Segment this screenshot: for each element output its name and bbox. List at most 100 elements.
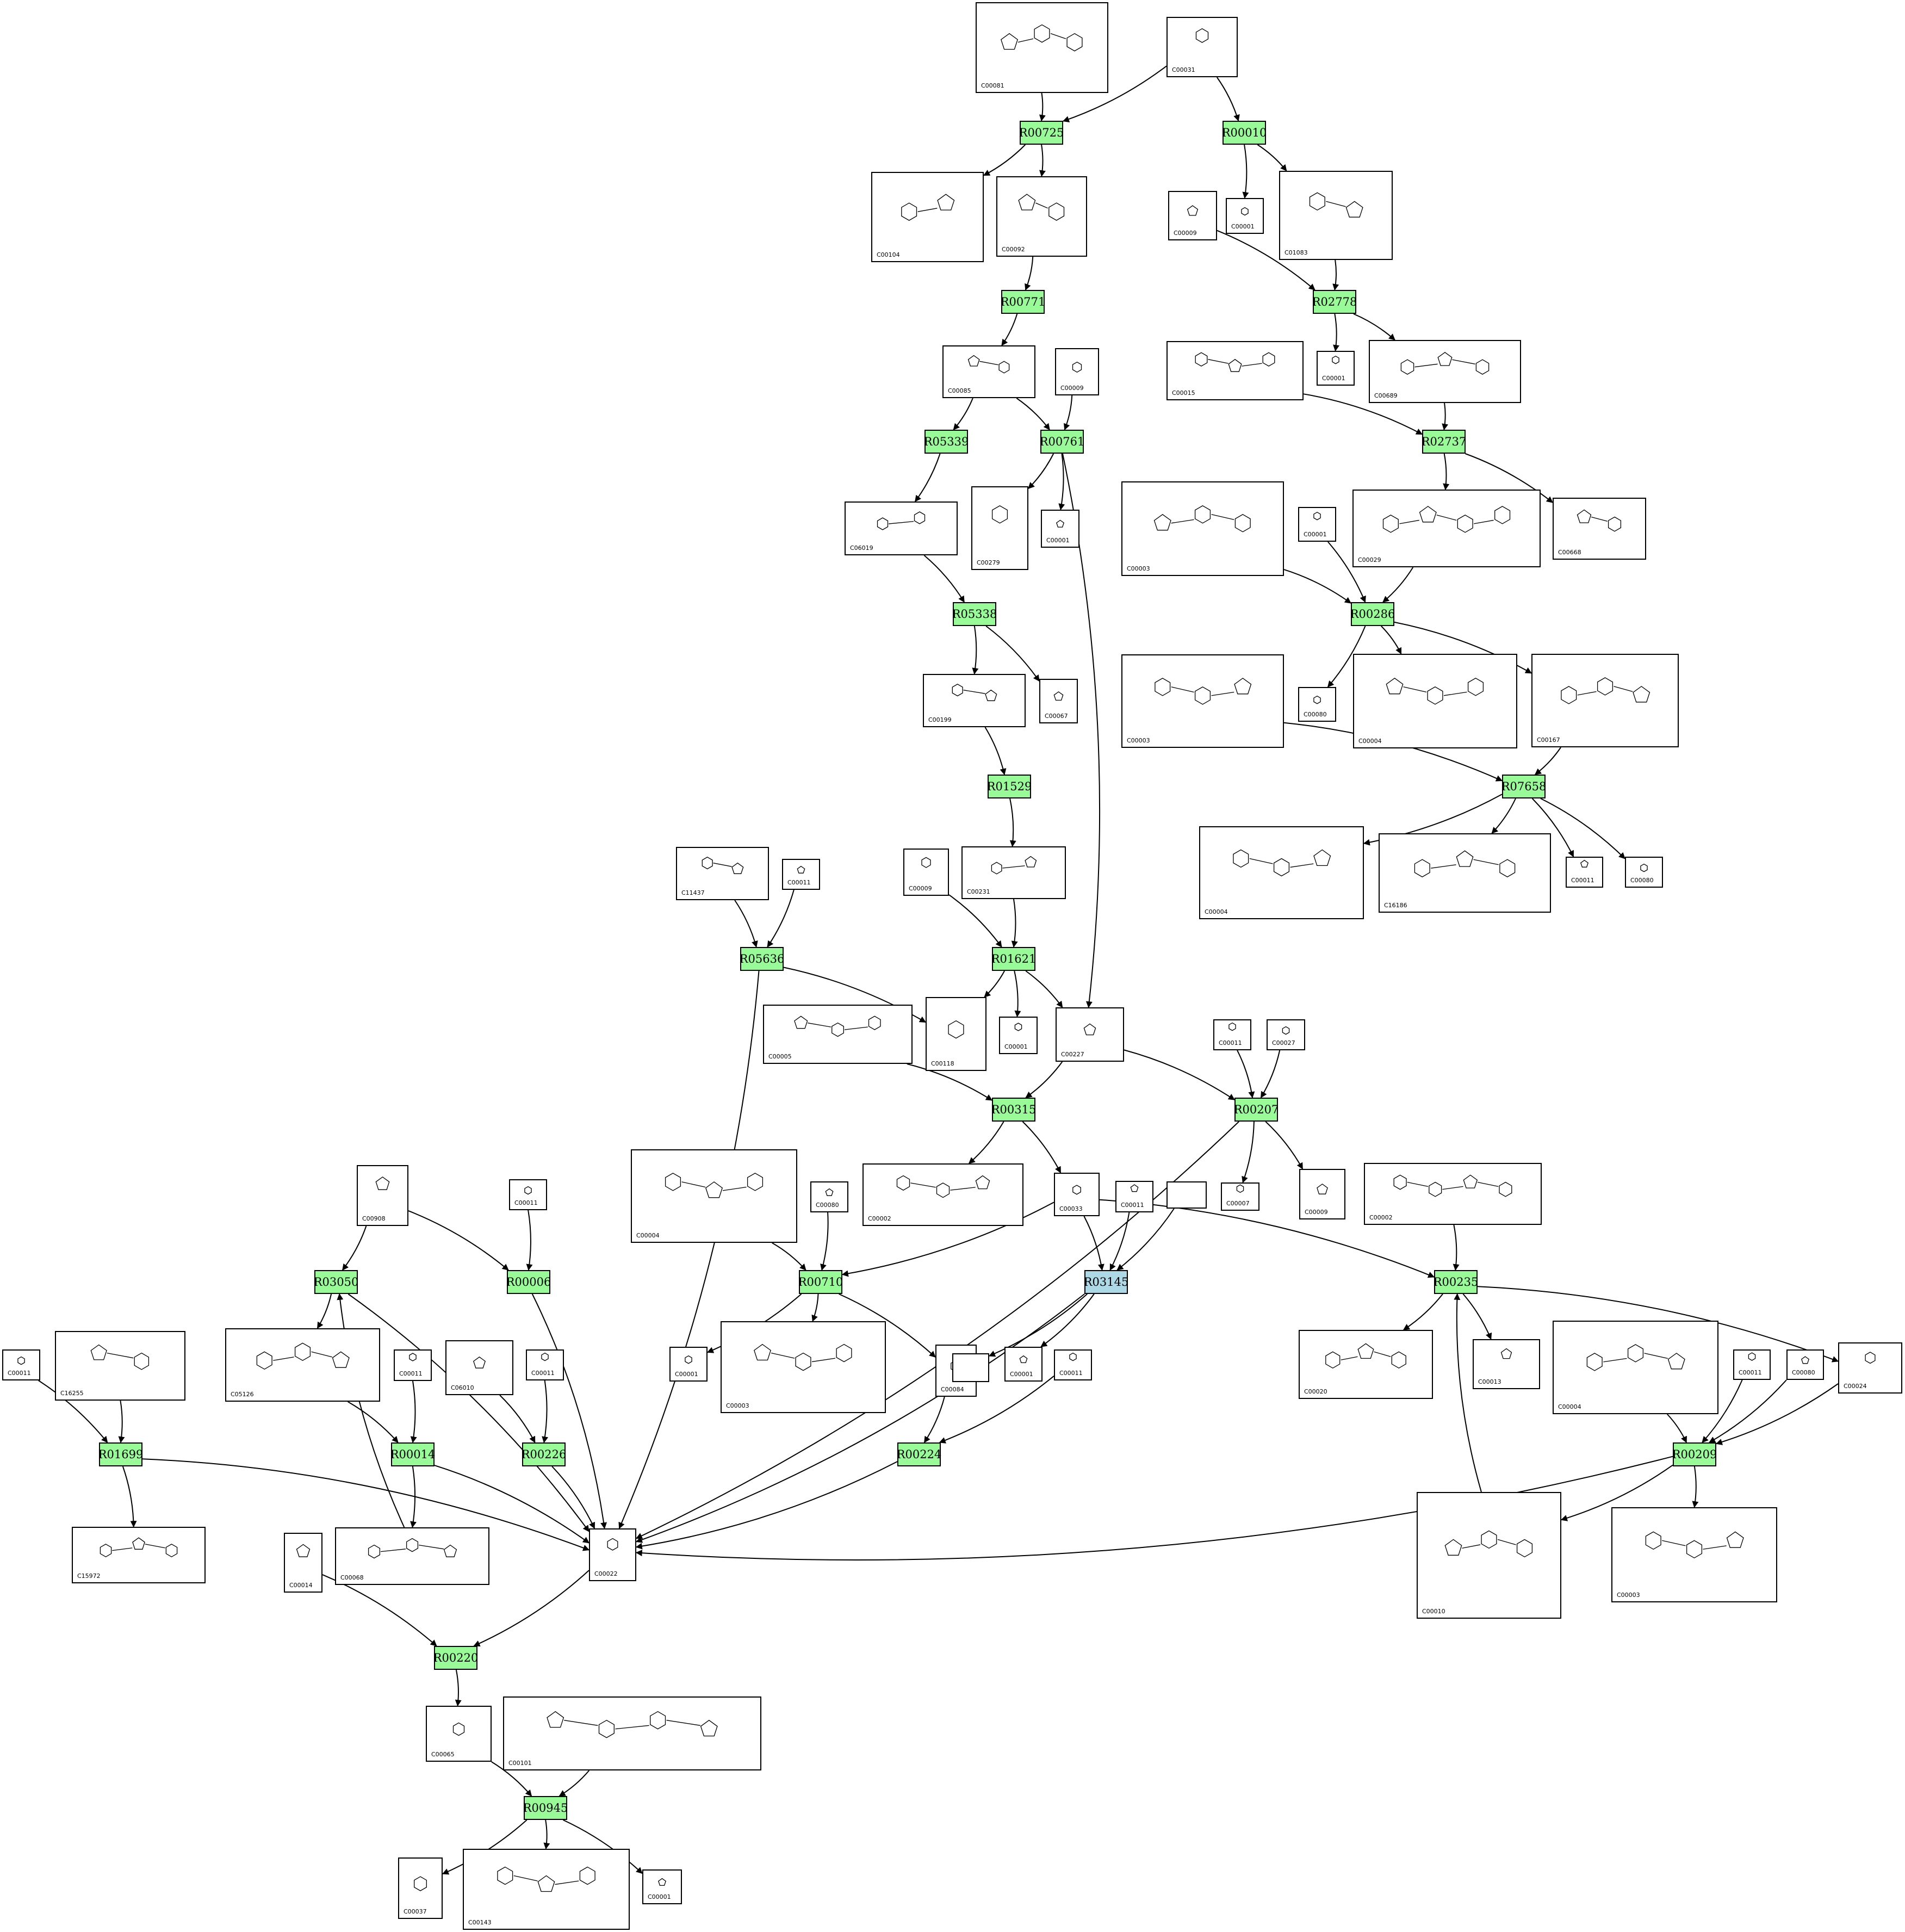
reaction-node-r00945[interactable]: R00945 bbox=[523, 1796, 568, 1820]
compound-node-c00007[interactable]: C00007 bbox=[1221, 1182, 1259, 1211]
compound-node-c06019[interactable]: C06019 bbox=[845, 501, 958, 555]
reaction-node-r00010[interactable]: R00010 bbox=[1222, 121, 1267, 145]
reaction-node-r05339[interactable]: R05339 bbox=[924, 430, 969, 454]
compound-node-c00004[interactable]: C00004 bbox=[1553, 1321, 1718, 1414]
reaction-node-r00209[interactable]: R00209 bbox=[1672, 1442, 1717, 1466]
compound-node-c00001[interactable]: C00001 bbox=[1317, 351, 1355, 386]
compound-node-c00199[interactable]: C00199 bbox=[923, 674, 1026, 727]
reaction-node-r01621[interactable]: R01621 bbox=[991, 947, 1036, 971]
compound-node-c00001[interactable]: C00001 bbox=[999, 1017, 1038, 1054]
compound-node-c00022[interactable]: C00022 bbox=[589, 1528, 636, 1581]
reaction-node-r02737[interactable]: R02737 bbox=[1422, 430, 1466, 454]
reaction-node-r00315[interactable]: R00315 bbox=[991, 1098, 1036, 1122]
reaction-node-r00725[interactable]: R00725 bbox=[1019, 121, 1064, 145]
reaction-node-r07658[interactable]: R07658 bbox=[1501, 775, 1546, 798]
compound-node-unlabeled[interactable] bbox=[952, 1353, 989, 1382]
compound-node-c00011[interactable]: C00011 bbox=[1213, 1019, 1251, 1050]
compound-node-c00001[interactable]: C00001 bbox=[1041, 510, 1079, 548]
reaction-node-r01699[interactable]: R01699 bbox=[98, 1442, 143, 1466]
compound-node-c00005[interactable]: C00005 bbox=[763, 1005, 913, 1064]
reaction-node-r00006[interactable]: R00006 bbox=[506, 1270, 551, 1294]
compound-node-c00009[interactable]: C00009 bbox=[1168, 191, 1217, 240]
reaction-node-r00761[interactable]: R00761 bbox=[1040, 430, 1084, 454]
compound-node-c00020[interactable]: C00020 bbox=[1299, 1330, 1433, 1399]
compound-node-c00003[interactable]: C00003 bbox=[1121, 654, 1284, 748]
compound-node-c00101[interactable]: C00101 bbox=[503, 1696, 761, 1770]
compound-node-c00001[interactable]: C00001 bbox=[1226, 198, 1264, 234]
reaction-node-r00226[interactable]: R00226 bbox=[522, 1442, 566, 1466]
compound-node-c00009[interactable]: C00009 bbox=[1299, 1169, 1345, 1219]
compound-node-c00080[interactable]: C00080 bbox=[1625, 857, 1663, 888]
compound-node-c00689[interactable]: C00689 bbox=[1369, 340, 1521, 403]
compound-node-c00011[interactable]: C00011 bbox=[509, 1179, 547, 1210]
compound-node-c00037[interactable]: C00037 bbox=[398, 1857, 443, 1919]
reaction-node-r03050[interactable]: R03050 bbox=[314, 1270, 358, 1294]
reaction-node-r05636[interactable]: R05636 bbox=[740, 947, 784, 971]
compound-node-c00068[interactable]: C00068 bbox=[335, 1527, 489, 1585]
compound-node-c11437[interactable]: C11437 bbox=[676, 847, 769, 900]
compound-node-c00027[interactable]: C00027 bbox=[1267, 1019, 1305, 1050]
reaction-node-r00771[interactable]: R00771 bbox=[1001, 290, 1045, 314]
compound-node-c00001[interactable]: C00001 bbox=[1298, 507, 1336, 542]
compound-node-c00167[interactable]: C00167 bbox=[1531, 654, 1679, 747]
compound-node-c00033[interactable]: C00033 bbox=[1054, 1173, 1100, 1216]
reaction-node-r00710[interactable]: R00710 bbox=[798, 1270, 843, 1294]
reaction-node-r00224[interactable]: R00224 bbox=[897, 1442, 941, 1466]
compound-node-c00014[interactable]: C00014 bbox=[284, 1533, 322, 1593]
compound-node-c00067[interactable]: C00067 bbox=[1039, 679, 1078, 723]
compound-node-c00009[interactable]: C00009 bbox=[1055, 348, 1099, 395]
compound-node-c00080[interactable]: C00080 bbox=[810, 1181, 848, 1212]
compound-node-c00031[interactable]: C00031 bbox=[1166, 17, 1238, 77]
compound-node-c16255[interactable]: C16255 bbox=[55, 1331, 185, 1401]
compound-node-c00231[interactable]: C00231 bbox=[961, 846, 1066, 899]
compound-node-c00003[interactable]: C00003 bbox=[1121, 481, 1284, 576]
compound-node-c15972[interactable]: C15972 bbox=[72, 1527, 206, 1583]
compound-node-c00227[interactable]: C00227 bbox=[1056, 1007, 1124, 1062]
compound-node-c16186[interactable]: C16186 bbox=[1379, 833, 1551, 913]
reaction-node-r01529[interactable]: R01529 bbox=[987, 775, 1032, 798]
reaction-node-r00207[interactable]: R00207 bbox=[1234, 1098, 1279, 1122]
compound-node-c00004[interactable]: C00004 bbox=[1353, 654, 1517, 748]
compound-node-c00104[interactable]: C00104 bbox=[871, 172, 984, 262]
reaction-node-r02778[interactable]: R02778 bbox=[1312, 290, 1357, 314]
compound-node-c00004[interactable]: C00004 bbox=[631, 1149, 797, 1243]
reaction-node-r05338[interactable]: R05338 bbox=[952, 602, 997, 626]
compound-node-c00085[interactable]: C00085 bbox=[942, 345, 1035, 398]
compound-node-c00080[interactable]: C00080 bbox=[1786, 1349, 1824, 1380]
compound-node-c00010[interactable]: C00010 bbox=[1417, 1492, 1561, 1619]
compound-node-c00013[interactable]: C00013 bbox=[1473, 1339, 1540, 1389]
compound-node-c00011[interactable]: C00011 bbox=[1115, 1181, 1153, 1212]
compound-node-c00011[interactable]: C00011 bbox=[1054, 1349, 1092, 1380]
compound-node-c00015[interactable]: C00015 bbox=[1166, 341, 1304, 400]
reaction-node-r00286[interactable]: R00286 bbox=[1350, 602, 1395, 626]
reaction-node-r00014[interactable]: R00014 bbox=[390, 1442, 435, 1466]
compound-node-c01083[interactable]: C01083 bbox=[1279, 171, 1393, 260]
compound-node-c00011[interactable]: C00011 bbox=[782, 859, 820, 890]
reaction-node-r03145[interactable]: R03145 bbox=[1084, 1270, 1128, 1294]
compound-node-unlabeled[interactable] bbox=[1166, 1181, 1207, 1209]
compound-node-c00143[interactable]: C00143 bbox=[463, 1849, 630, 1930]
compound-node-c00668[interactable]: C00668 bbox=[1553, 498, 1646, 560]
compound-node-c00011[interactable]: C00011 bbox=[2, 1349, 40, 1380]
compound-node-c00001[interactable]: C00001 bbox=[669, 1347, 708, 1382]
compound-node-c00118[interactable]: C00118 bbox=[926, 997, 986, 1071]
compound-node-c05126[interactable]: C05126 bbox=[225, 1328, 380, 1402]
compound-node-c00065[interactable]: C00065 bbox=[426, 1706, 492, 1762]
compound-node-c00001[interactable]: C00001 bbox=[1004, 1347, 1043, 1382]
compound-node-c00001[interactable]: C00001 bbox=[642, 1869, 682, 1904]
compound-node-c00003[interactable]: C00003 bbox=[721, 1321, 886, 1413]
compound-node-c00279[interactable]: C00279 bbox=[971, 486, 1028, 570]
compound-node-c00081[interactable]: C00081 bbox=[976, 2, 1108, 93]
compound-node-c00002[interactable]: C00002 bbox=[1364, 1163, 1542, 1225]
compound-node-c00908[interactable]: C00908 bbox=[357, 1165, 408, 1226]
compound-node-c00003[interactable]: C00003 bbox=[1611, 1507, 1777, 1602]
compound-node-c00011[interactable]: C00011 bbox=[1566, 857, 1603, 888]
compound-node-c00011[interactable]: C00011 bbox=[1733, 1349, 1771, 1380]
compound-node-c00011[interactable]: C00011 bbox=[526, 1349, 564, 1380]
compound-node-c00092[interactable]: C00092 bbox=[996, 176, 1087, 257]
compound-node-c00004[interactable]: C00004 bbox=[1199, 826, 1364, 919]
compound-node-c00002[interactable]: C00002 bbox=[862, 1163, 1023, 1226]
compound-node-c00011[interactable]: C00011 bbox=[394, 1349, 432, 1381]
compound-node-c00024[interactable]: C00024 bbox=[1838, 1342, 1902, 1394]
reaction-node-r00220[interactable]: R00220 bbox=[433, 1646, 478, 1670]
